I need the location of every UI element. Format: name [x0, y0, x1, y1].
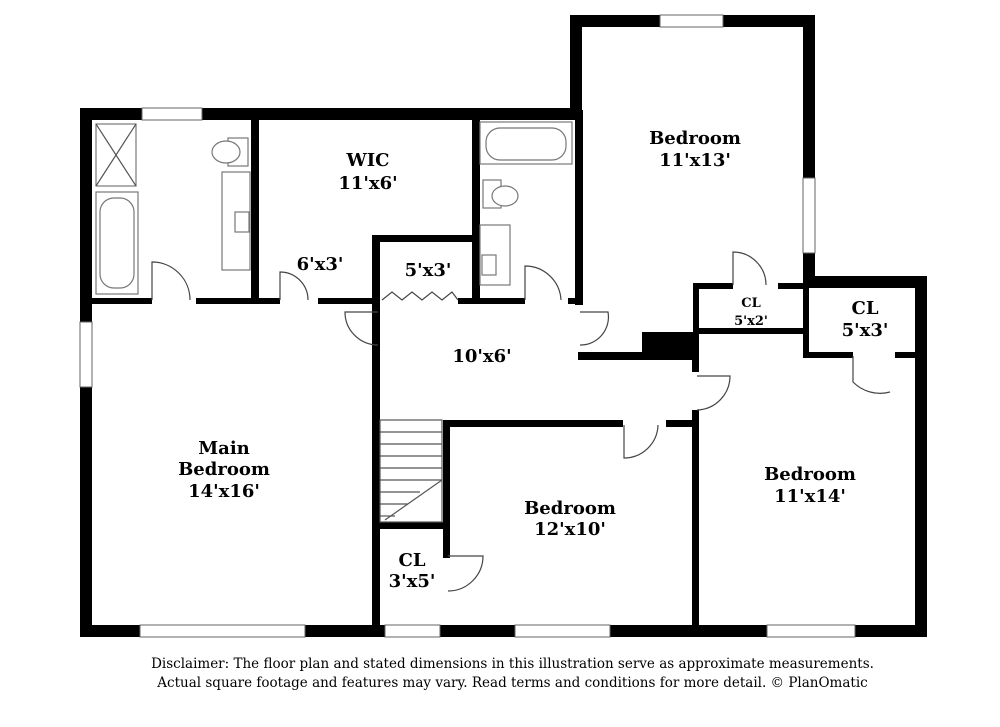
room-labels: WIC 11'x6' Bedroom 11'x13' 6'x3' 5'x3' 1…	[178, 128, 888, 592]
doors	[151, 251, 891, 592]
bedroom-e-dims: 11'x14'	[774, 486, 846, 507]
hall-dims: 10'x6'	[452, 346, 511, 367]
interior-walls	[92, 110, 920, 630]
main-bedroom-line1: Main	[198, 438, 250, 459]
disclaimer-line-1: Disclaimer: The floor plan and stated di…	[151, 656, 874, 672]
bedroom-ne-dims: 11'x13'	[659, 150, 731, 171]
exterior-walls	[80, 15, 927, 637]
cl-3x5-dims: 3'x5'	[389, 571, 436, 592]
windows	[79, 14, 856, 638]
disclaimer: Disclaimer: The floor plan and stated di…	[0, 655, 1000, 693]
wic-name: WIC	[346, 150, 390, 171]
cl-5x2-name: CL	[741, 296, 761, 311]
bedroom-s-dims: 12'x10'	[534, 519, 606, 540]
fixtures	[95, 121, 573, 295]
closet-5x3-dims: 5'x3'	[405, 260, 452, 281]
main-bedroom-line2: Bedroom	[178, 459, 270, 480]
bedroom-ne-name: Bedroom	[649, 128, 741, 149]
stairs	[379, 419, 443, 523]
cl-5x3-dims: 5'x3'	[842, 320, 889, 341]
closet-6x3-dims: 6'x3'	[297, 254, 344, 275]
cl-3x5-name: CL	[399, 550, 426, 571]
disclaimer-line-2: Actual square footage and features may v…	[157, 675, 868, 691]
cl-5x2-dims: 5'x2'	[734, 314, 768, 329]
cl-5x3-name: CL	[852, 298, 879, 319]
floor-plan: WIC 11'x6' Bedroom 11'x13' 6'x3' 5'x3' 1…	[79, 14, 927, 638]
main-bedroom-dims: 14'x16'	[188, 481, 260, 502]
wic-dims: 11'x6'	[338, 173, 397, 194]
bedroom-s-name: Bedroom	[524, 498, 616, 519]
bedroom-e-name: Bedroom	[764, 464, 856, 485]
